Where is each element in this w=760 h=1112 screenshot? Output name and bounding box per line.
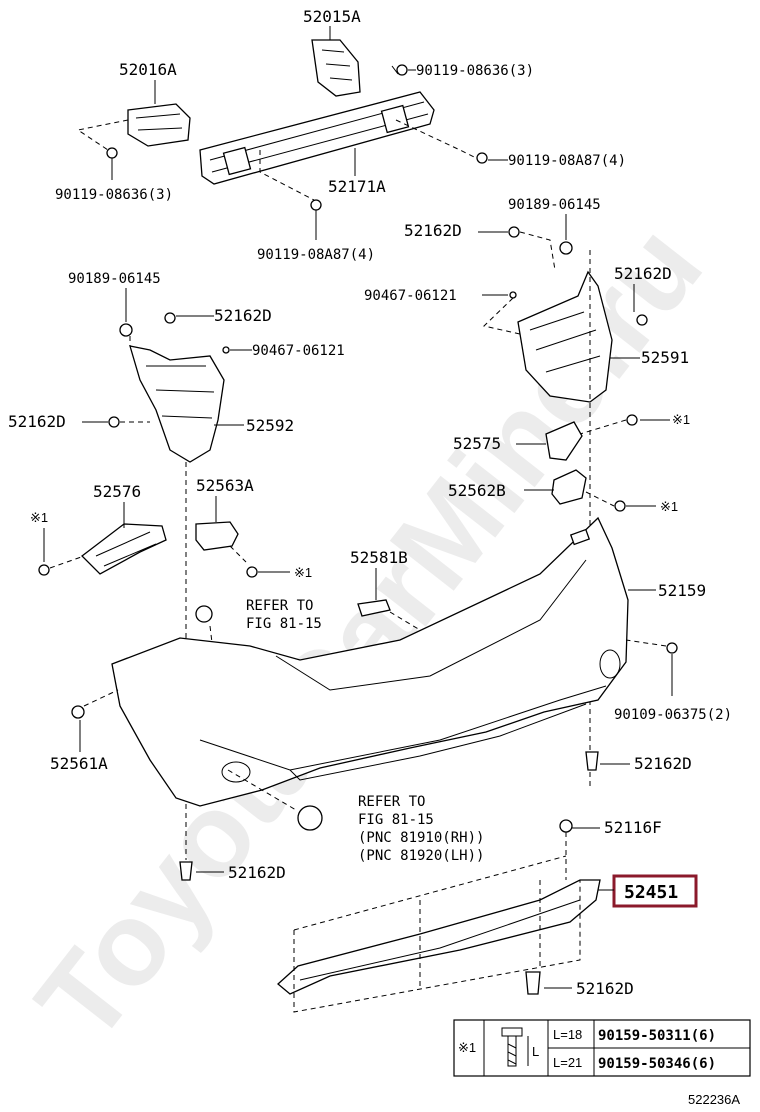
label-refer2-line3[interactable]: (PNC 81910(RH)) [358,830,484,846]
clip-icon [222,346,230,354]
label-52159[interactable]: 52159 [658,581,706,600]
bolt-icon [501,1027,529,1067]
bolt-icon [476,152,488,164]
label-ref1-d[interactable]: ※1 [294,565,312,580]
label-52592[interactable]: 52592 [246,416,294,435]
bracket-52016A[interactable] [127,103,191,147]
label-refer2-line4[interactable]: (PNC 81920(LH)) [358,848,484,864]
clip-icon [559,241,573,255]
label-90119-08A87-bottom[interactable]: 90119-08A87(4) [257,247,375,263]
label-52575[interactable]: 52575 [453,434,501,453]
label-refer2-line2[interactable]: FIG 81-15 [358,812,434,828]
label-90109-06375[interactable]: 90109-06375(2) [614,707,732,723]
label-90189-06145-right[interactable]: 90189-06145 [508,197,601,213]
bracket-52576[interactable] [81,523,167,575]
clip-icon [559,819,573,833]
retainer-52592[interactable] [129,345,225,463]
legend-dim: L [532,1044,539,1059]
label-ref1-c[interactable]: ※1 [30,510,48,525]
label-90119-08636-top[interactable]: 90119-08636(3) [416,63,534,79]
label-90119-08A87-right[interactable]: 90119-08A87(4) [508,153,626,169]
bolt-icon [626,414,638,426]
bumper-cover-52159[interactable] [111,516,629,807]
label-52162D-g[interactable]: 52162D [576,979,634,998]
label-52162D-e[interactable]: 52162D [634,754,692,773]
bolt-icon [38,564,50,576]
label-52451[interactable]: 52451 [624,882,678,903]
clip-icon [179,861,193,881]
bolt-icon [391,64,408,76]
legend-length-1: L=18 [553,1027,582,1042]
label-52591[interactable]: 52591 [641,348,689,367]
label-52116F[interactable]: 52116F [604,818,662,837]
diagram-code: 522236A [688,1092,740,1107]
label-52162D-c[interactable]: 52162D [214,306,272,325]
bracket-52015A[interactable] [311,39,361,97]
grommet-icon [297,805,323,831]
label-52162D-b[interactable]: 52162D [614,264,672,283]
clip-icon [508,226,520,238]
clip-icon [108,416,120,428]
bolt-icon [614,500,626,512]
label-52162D-a[interactable]: 52162D [404,221,462,240]
label-90119-08636-left[interactable]: 90119-08636(3) [55,187,173,203]
label-refer1-line1[interactable]: REFER TO [246,598,313,614]
label-90467-06121-right[interactable]: 90467-06121 [364,288,457,304]
legend-table [453,1019,751,1077]
label-ref1-b[interactable]: ※1 [660,499,678,514]
bolt-icon [246,566,258,578]
grommet-icon [195,605,213,623]
retainer-52591[interactable] [517,270,613,403]
clip-icon [71,705,85,719]
bracket-52575[interactable] [545,421,583,461]
label-ref1-a[interactable]: ※1 [672,412,690,427]
reflector-52581B[interactable] [357,599,391,617]
clip-icon [509,291,517,299]
label-52016A[interactable]: 52016A [119,60,177,79]
bracket-52563A[interactable] [195,521,239,551]
clip-icon [119,323,133,337]
label-52015A[interactable]: 52015A [303,7,361,26]
label-52576[interactable]: 52576 [93,482,141,501]
label-52162D-d[interactable]: 52162D [8,412,66,431]
clip-icon [525,971,541,995]
clip-icon [164,312,176,324]
legend-part-2[interactable]: 90159-50346(6) [598,1056,716,1072]
label-52562B[interactable]: 52562B [448,481,506,500]
label-refer1-line2[interactable]: FIG 81-15 [246,616,322,632]
legend-length-2: L=21 [553,1055,582,1070]
legend-ref: ※1 [458,1040,476,1055]
legend-part-1[interactable]: 90159-50311(6) [598,1028,716,1044]
label-90189-06145-left[interactable]: 90189-06145 [68,271,161,287]
label-52563A[interactable]: 52563A [196,476,254,495]
bolt-icon [666,642,678,654]
diffuser-52451[interactable] [277,879,601,995]
reinforcement-52171A[interactable] [199,91,435,185]
label-52581B[interactable]: 52581B [350,548,408,567]
label-52561A[interactable]: 52561A [50,754,108,773]
clip-icon [585,751,599,771]
bracket-52562B[interactable] [551,469,587,505]
label-refer2-line1[interactable]: REFER TO [358,794,425,810]
bolt-icon [310,199,322,211]
label-52162D-f[interactable]: 52162D [228,863,286,882]
clip-icon [636,314,648,326]
bolt-icon [106,147,118,159]
highlight-box [612,874,698,908]
label-90467-06121-left[interactable]: 90467-06121 [252,343,345,359]
label-52171A[interactable]: 52171A [328,177,386,196]
